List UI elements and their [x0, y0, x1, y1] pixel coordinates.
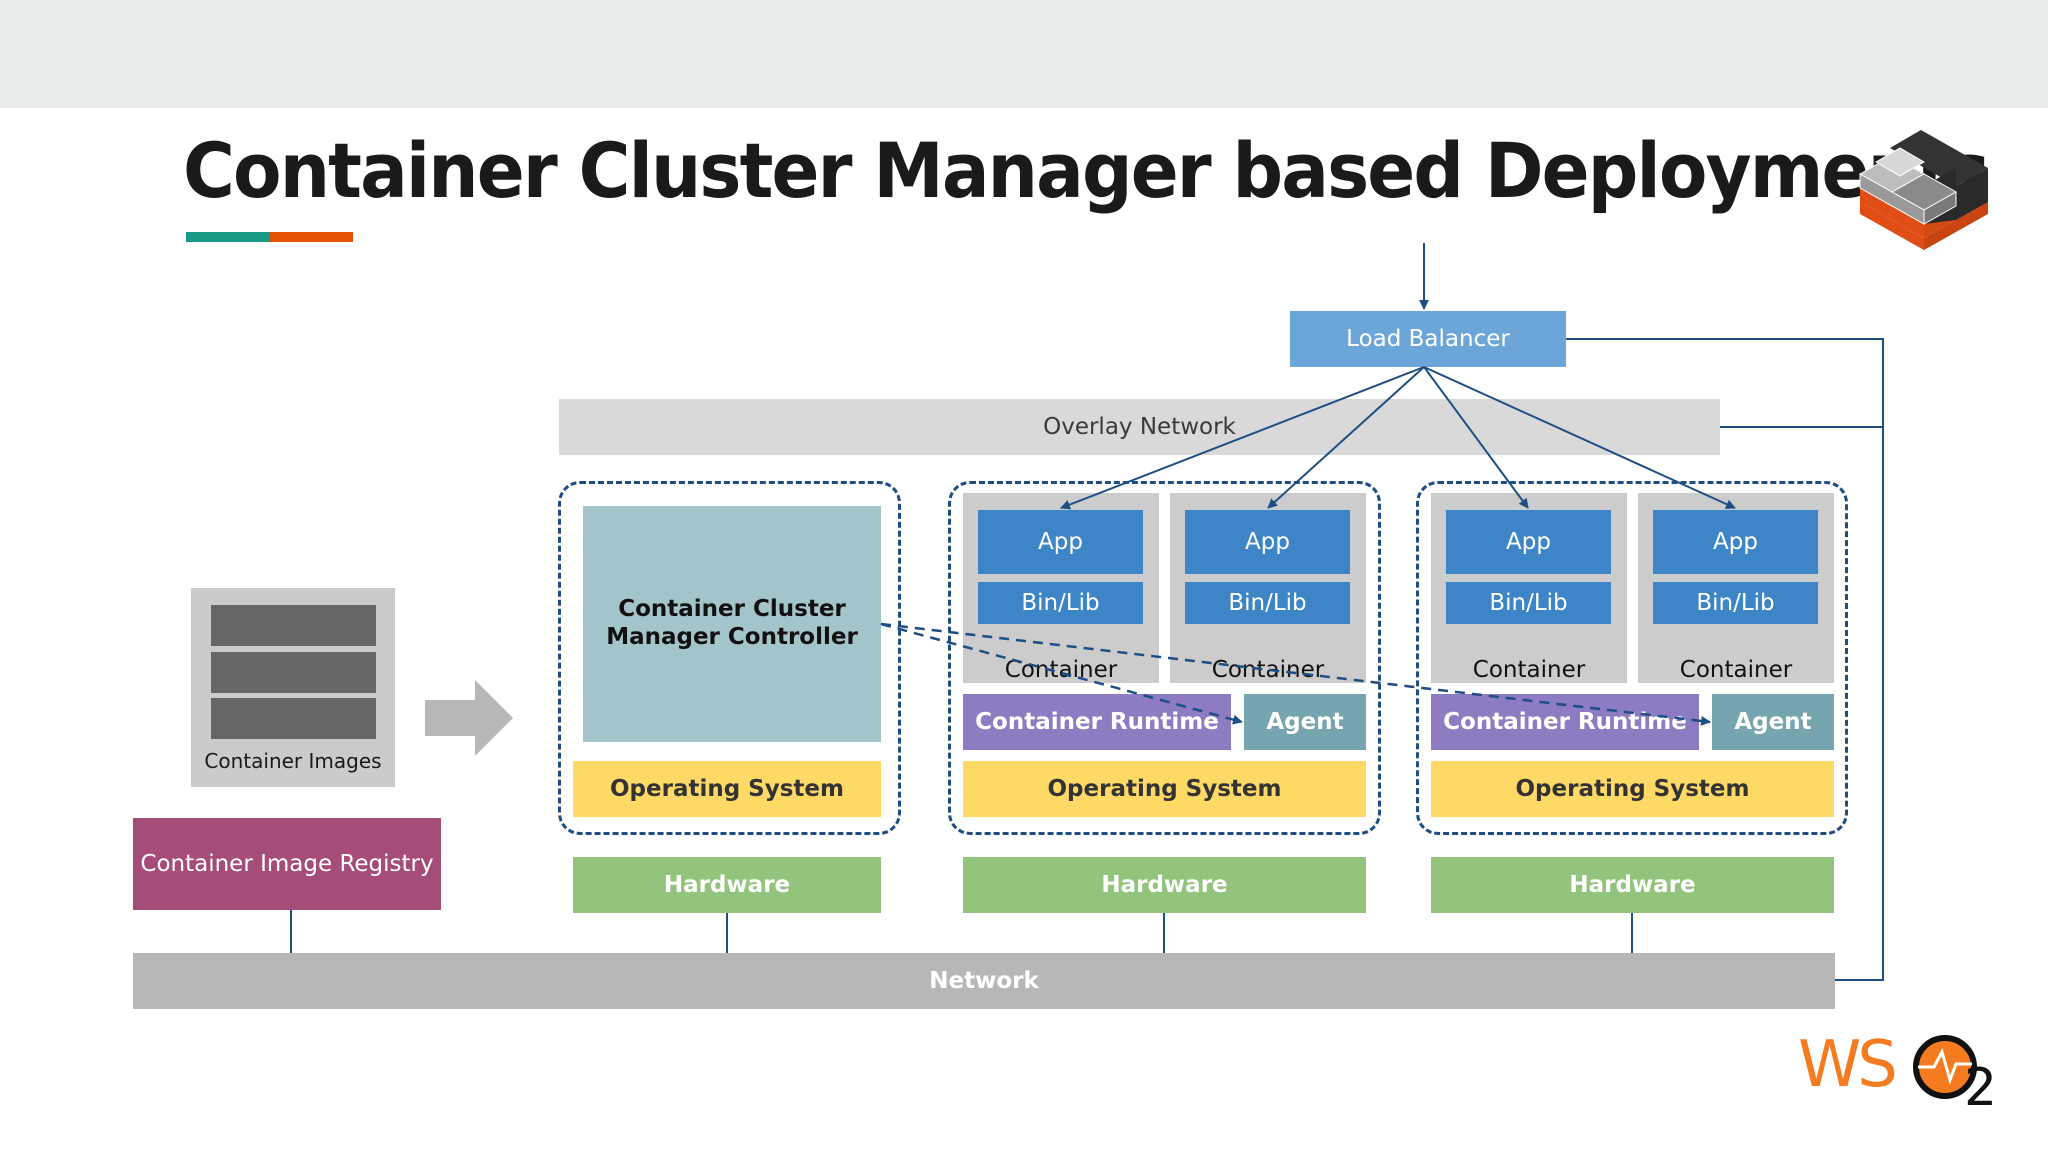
wso2-logo: WS 2	[1798, 1028, 1998, 1118]
container-label: Container	[1679, 657, 1793, 683]
worker-2-container-2: App Bin/Lib Container	[1638, 493, 1834, 683]
arrow-right-icon	[425, 680, 513, 756]
load-balancer: Load Balancer	[1290, 311, 1566, 367]
worker-1-agent: Agent	[1244, 694, 1366, 750]
container-label: Container	[1472, 657, 1586, 683]
container-label: Container	[1211, 657, 1325, 683]
worker-1-hardware: Hardware	[963, 857, 1366, 913]
worker-2-os: Operating System	[1431, 761, 1834, 817]
worker-1-container-1: App Bin/Lib Container	[963, 493, 1159, 683]
binlib-box: Bin/Lib	[978, 582, 1143, 624]
worker-1-container-runtime: Container Runtime	[963, 694, 1231, 750]
app-box: App	[1185, 510, 1350, 574]
heartbeat-o-icon	[1913, 1035, 1977, 1099]
image-layer	[211, 605, 376, 646]
app-box: App	[1446, 510, 1611, 574]
stacked-cube-logo-icon	[1858, 130, 1988, 250]
controller-os: Operating System	[573, 761, 881, 817]
title-accent-teal	[186, 232, 270, 242]
title-accent-orange	[270, 232, 353, 242]
network-bar: Network	[133, 953, 1835, 1009]
container-images-label: Container Images	[204, 749, 382, 773]
binlib-box: Bin/Lib	[1185, 582, 1350, 624]
image-layer	[211, 698, 376, 739]
worker-2-container-runtime: Container Runtime	[1431, 694, 1699, 750]
binlib-box: Bin/Lib	[1653, 582, 1818, 624]
cluster-manager-controller: Container Cluster Manager Controller	[583, 506, 881, 742]
container-image-registry: Container Image Registry	[133, 818, 441, 910]
worker-2-agent: Agent	[1712, 694, 1834, 750]
slide-title: Container Cluster Manager based Deployme…	[183, 126, 1990, 215]
image-layer	[211, 652, 376, 693]
header-band	[0, 0, 2048, 108]
worker-2-container-1: App Bin/Lib Container	[1431, 493, 1627, 683]
container-label: Container	[1004, 657, 1118, 683]
worker-1-container-2: App Bin/Lib Container	[1170, 493, 1366, 683]
controller-hardware: Hardware	[573, 857, 881, 913]
worker-1-os: Operating System	[963, 761, 1366, 817]
binlib-box: Bin/Lib	[1446, 582, 1611, 624]
wso2-logo-2: 2	[1964, 1058, 1998, 1118]
overlay-network: Overlay Network	[559, 399, 1720, 455]
container-images: Container Images	[191, 588, 395, 787]
app-box: App	[1653, 510, 1818, 574]
app-box: App	[978, 510, 1143, 574]
wso2-logo-ws: WS	[1798, 1028, 1898, 1102]
worker-2-hardware: Hardware	[1431, 857, 1834, 913]
